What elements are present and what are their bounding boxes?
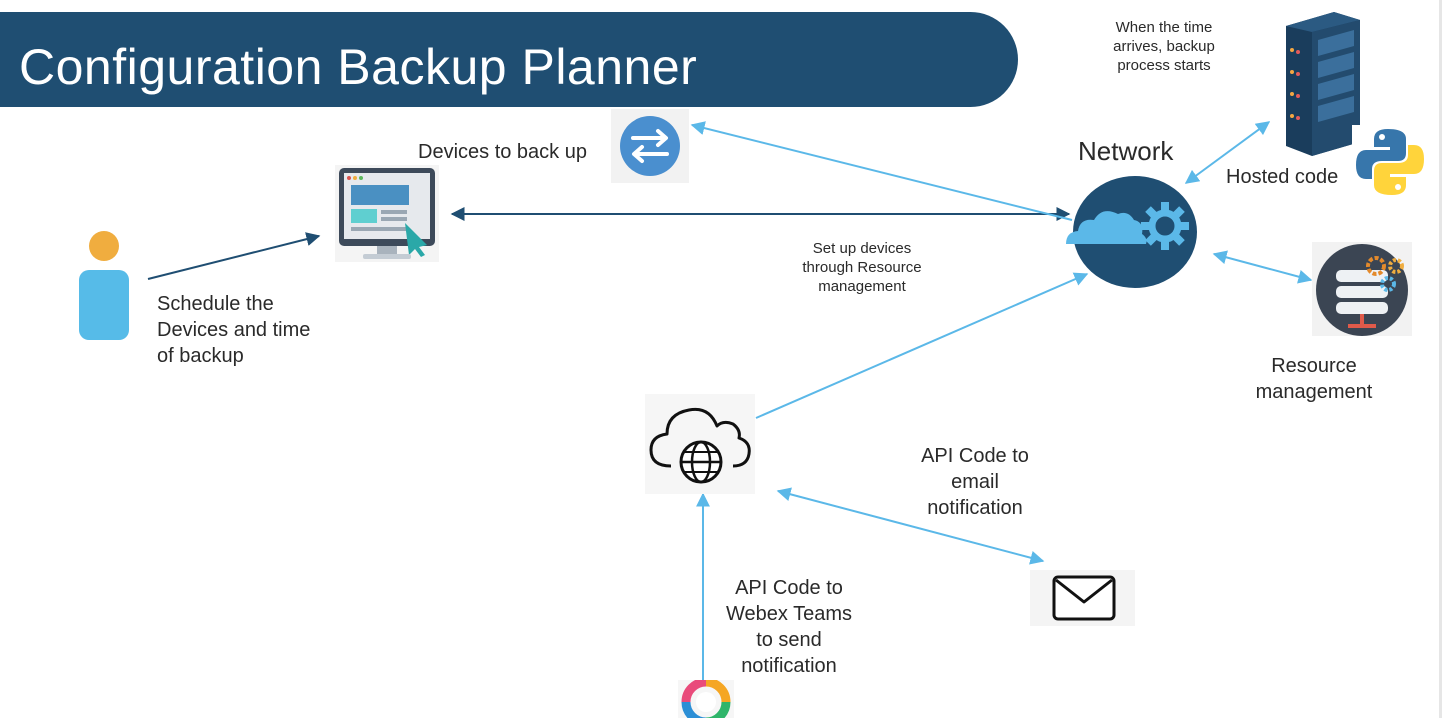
monitor-app-icon[interactable] [335,165,439,262]
network-label: Network [1078,136,1174,166]
resource-line-1: Resource [1271,355,1357,377]
arrow-network-server [1184,121,1271,184]
set-up-devices-label: Set up devices through Resource manageme… [784,239,940,296]
hosted-code-label: Hosted code [1226,166,1339,188]
set-up-line-2: through Resource [802,259,922,276]
arrow-network-to-devices [690,121,1073,221]
page-title: Configuration Backup Planner [19,39,698,95]
right-edge-divider [1439,0,1442,718]
api-webex-line-4: notification [741,655,837,677]
schedule-line-3: of backup [157,345,244,367]
python-logo-icon [1352,125,1428,199]
schedule-line-2: Devices and time [157,319,311,341]
api-webex-line-2: Webex Teams [726,603,852,625]
server-rack-icon[interactable] [1284,10,1362,156]
when-time-line-3: process starts [1117,57,1211,74]
arrow-cloud-email [776,487,1045,565]
api-email-line-2: email [951,471,999,493]
cloud-globe-icon[interactable] [645,394,755,494]
arrow-user-to-planner [147,232,321,280]
resource-management-label: Resource management [1234,353,1394,405]
user-icon [78,230,130,342]
devices-label: Devices to back up [418,141,587,163]
schedule-label: Schedule the Devices and time of backup [157,291,310,369]
resource-line-2: management [1255,381,1373,403]
when-time-label: When the time arrives, backup process st… [1096,18,1232,75]
arrow-cloud-to-network [755,272,1089,419]
api-email-line-1: API Code to [921,445,1029,467]
cloud-gear-icon[interactable] [1062,174,1202,290]
database-gear-icon[interactable] [1312,242,1412,336]
api-webex-line-3: to send [756,629,822,651]
api-email-label: API Code to email notification [904,443,1046,521]
envelope-icon[interactable] [1030,570,1135,626]
when-time-line-1: When the time [1115,19,1213,36]
api-webex-label: API Code to Webex Teams to send notifica… [713,575,865,679]
webex-logo-icon[interactable] [678,677,734,718]
api-email-line-3: notification [927,497,1023,519]
set-up-line-1: Set up devices [812,240,912,257]
arrow-network-resource [1212,250,1313,284]
title-bar: Configuration Backup Planner [0,12,1018,107]
schedule-line-1: Schedule the [157,293,274,315]
set-up-line-3: management [818,278,906,295]
switch-arrows-icon[interactable] [611,109,689,183]
when-time-line-2: arrives, backup [1113,38,1215,55]
api-webex-line-1: API Code to [735,577,843,599]
